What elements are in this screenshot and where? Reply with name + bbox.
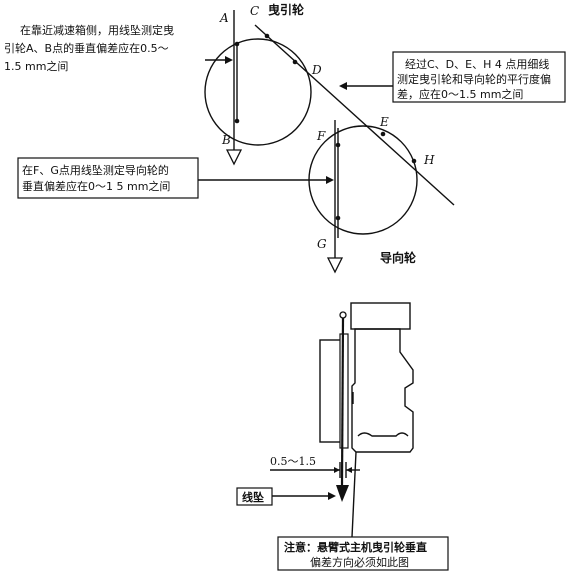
plumb-bob-ab <box>225 149 243 166</box>
label-f: F <box>316 129 326 143</box>
machine-foot-curve <box>357 432 409 437</box>
parallel-string <box>254 24 455 206</box>
note-fg-line2: 垂直偏差应在0～1 5 mm之间 <box>22 179 170 193</box>
point-g-dot <box>335 215 341 221</box>
label-c: C <box>250 4 259 18</box>
plumb-anchor <box>339 311 347 319</box>
leader-bottom-note <box>351 451 357 538</box>
note-cdeh-box <box>392 51 566 103</box>
plumb-label: 线坠 <box>242 490 264 504</box>
point-c-dot <box>264 33 270 39</box>
point-f-dot <box>335 142 341 148</box>
arrow-ab-head <box>225 56 233 64</box>
traction-wheel-circle <box>204 38 312 146</box>
arrow-cdeh-head <box>339 82 347 90</box>
guide-wheel-label: 导向轮 <box>380 250 417 265</box>
label-a: A <box>219 11 229 25</box>
point-d-dot <box>292 59 298 65</box>
note-cdeh-line1: 经过C、D、E、H 4 点用细线 <box>405 57 549 71</box>
note-bottom-box <box>277 536 449 571</box>
note-bottom-line2: 偏差方向必须如此图 <box>310 555 409 569</box>
note-ab-line2: 引轮A、B点的垂直偏差应在0.5～ <box>4 41 169 55</box>
note-ab-line1: 在靠近减速箱侧，用线坠测定曳 <box>20 23 174 37</box>
note-ab-line3: 1.5 mm之间 <box>4 59 68 73</box>
point-e-dot <box>380 131 386 137</box>
dimension-label: 0.5～1.5 <box>270 455 316 468</box>
note-fg-box <box>17 157 199 199</box>
plumb-line-slanted <box>340 317 345 486</box>
plumb-bob-bottom <box>336 485 349 502</box>
label-e: E <box>379 115 389 129</box>
label-g: G <box>317 237 327 251</box>
machine-body <box>351 328 414 453</box>
label-b: B <box>221 133 231 147</box>
arrow-fg-head <box>326 176 334 184</box>
note-cdeh-line3: 差，应在0～1.5 mm之间 <box>397 87 523 101</box>
arrow-plumb-head <box>328 492 336 500</box>
note-cdeh-line2: 测定曳引轮和导向轮的平行度偏 <box>397 72 551 86</box>
label-d: D <box>311 63 322 77</box>
dim-arrow-right <box>346 467 352 473</box>
dim-arrow-left <box>334 467 340 473</box>
label-h: H <box>423 153 435 167</box>
traction-wheel-label: 曳引轮 <box>268 2 305 17</box>
point-a-dot <box>234 41 240 47</box>
wheel-side-view <box>319 339 343 443</box>
machine-top-block <box>350 302 411 330</box>
note-fg-line1: 在F、G点用线坠测定导向轮的 <box>22 163 169 177</box>
plumb-bob-fg <box>326 257 344 274</box>
point-b-dot <box>234 118 240 124</box>
note-bottom-line1: 注意：悬臂式主机曳引轮垂直 <box>284 540 427 554</box>
machine-shaft <box>339 333 349 449</box>
